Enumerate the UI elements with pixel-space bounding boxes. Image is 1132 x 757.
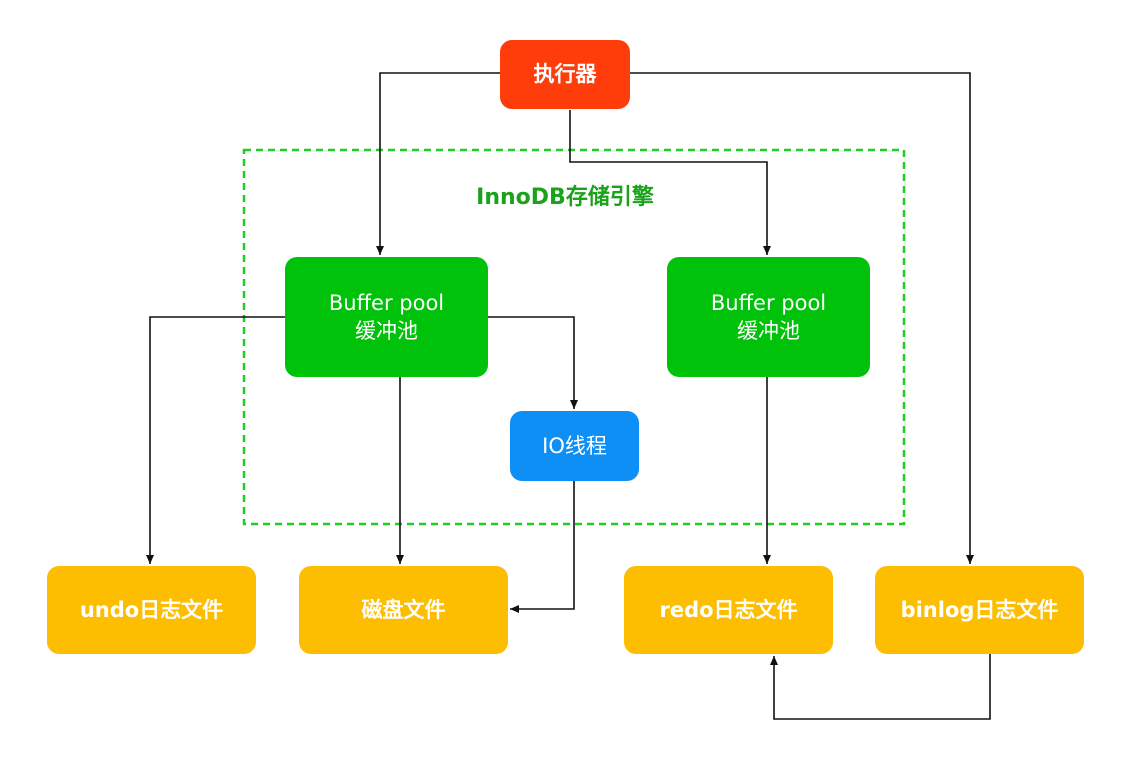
disk-file-node: 磁盘文件 [299, 566, 508, 654]
undo-log-file-label: undo日志文件 [79, 597, 224, 622]
innodb-engine-title: InnoDB存储引擎 [476, 185, 654, 210]
buffer-pool-right-title: Buffer pool [710, 290, 827, 315]
connector-buffer-left-to-undo [146, 316, 285, 564]
buffer-pool-left-subtitle: 缓冲池 [355, 319, 418, 343]
undo-log-file-node: undo日志文件 [47, 566, 256, 654]
connector-executor-to-buffer-right [569, 110, 771, 255]
buffer-pool-right-subtitle: 缓冲池 [737, 319, 800, 343]
redo-log-file-node: redo日志文件 [624, 566, 833, 654]
connector-buffer-left-to-io-thread [488, 316, 578, 409]
connector-io-thread-to-disk [510, 481, 575, 613]
buffer-pool-left-node: Buffer pool 缓冲池 [285, 257, 488, 377]
connector-executor-to-buffer-left [376, 72, 500, 255]
connector-binlog-to-redo [770, 654, 991, 720]
buffer-pool-left-title: Buffer pool [328, 290, 445, 315]
redo-log-file-label: redo日志文件 [659, 597, 798, 622]
binlog-file-label: binlog日志文件 [900, 597, 1059, 622]
binlog-file-node: binlog日志文件 [875, 566, 1084, 654]
executor-label: 执行器 [533, 62, 597, 87]
executor-node: 执行器 [500, 40, 630, 109]
innodb-engine-boundary [242, 148, 906, 526]
connector-executor-to-binlog [630, 72, 974, 564]
io-thread-label: IO线程 [542, 433, 607, 458]
disk-file-label: 磁盘文件 [361, 597, 446, 622]
buffer-pool-right-node: Buffer pool 缓冲池 [667, 257, 870, 377]
io-thread-node: IO线程 [510, 411, 639, 481]
